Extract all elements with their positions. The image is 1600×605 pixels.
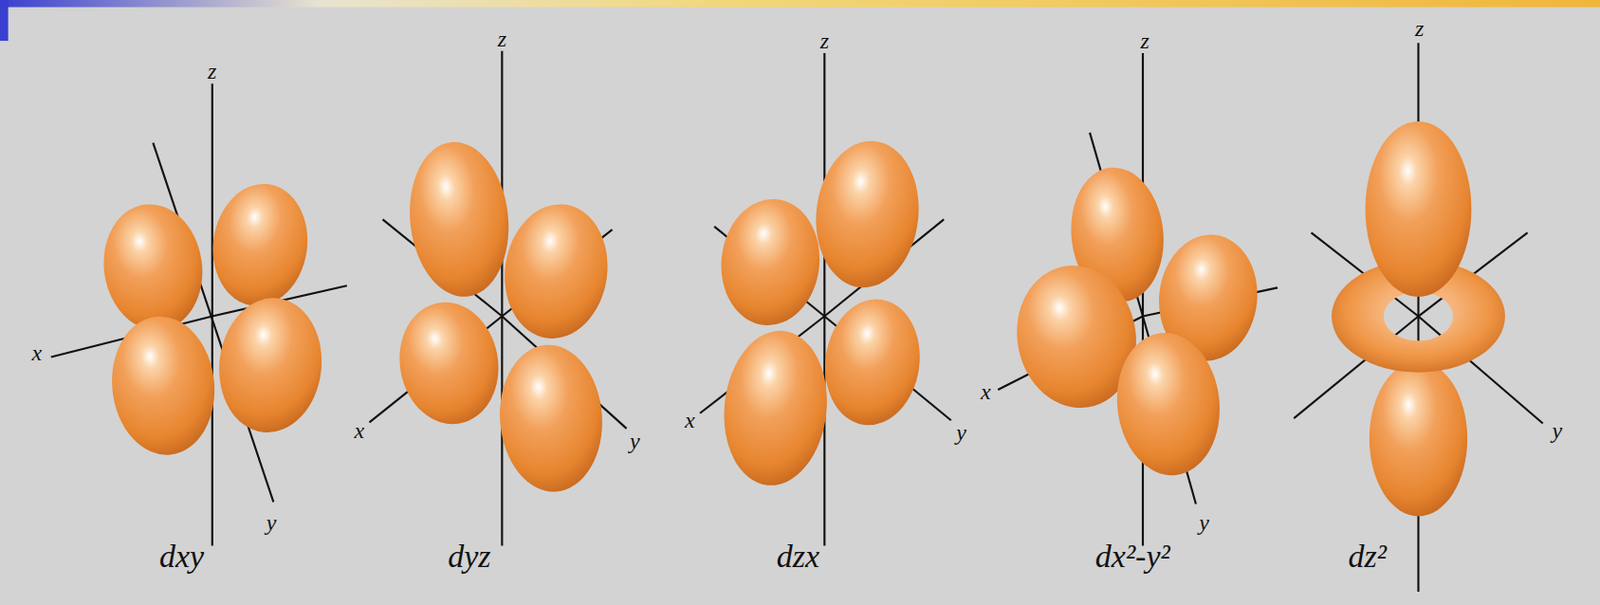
axis-label: z (820, 29, 829, 53)
orbital-name: dyz (447, 540, 491, 573)
axis-label: z (1415, 17, 1424, 40)
corner-mark (0, 0, 9, 41)
axis-label: z (1140, 29, 1149, 53)
axis-label: x (684, 408, 696, 432)
orbital-name: dz² (1347, 540, 1386, 573)
axis-label: y (956, 421, 967, 444)
axis-label: x (980, 380, 992, 404)
orbital-name: dxy (159, 540, 204, 573)
orbital-lobes (95, 121, 1506, 516)
axis-label: y (1551, 419, 1563, 442)
axis-label: x (31, 341, 42, 365)
top-bar (0, 0, 1600, 8)
orbital-name: dzx (776, 540, 820, 573)
axis-label: z (497, 27, 507, 51)
axis-label: y (1198, 511, 1210, 534)
axis-label: z (207, 59, 217, 83)
axis-label: y (629, 429, 641, 453)
axes (51, 42, 1544, 592)
orbital-name: dx²-y² (1095, 540, 1171, 573)
axis-label: x (353, 419, 365, 442)
axis-label: y (266, 511, 277, 534)
